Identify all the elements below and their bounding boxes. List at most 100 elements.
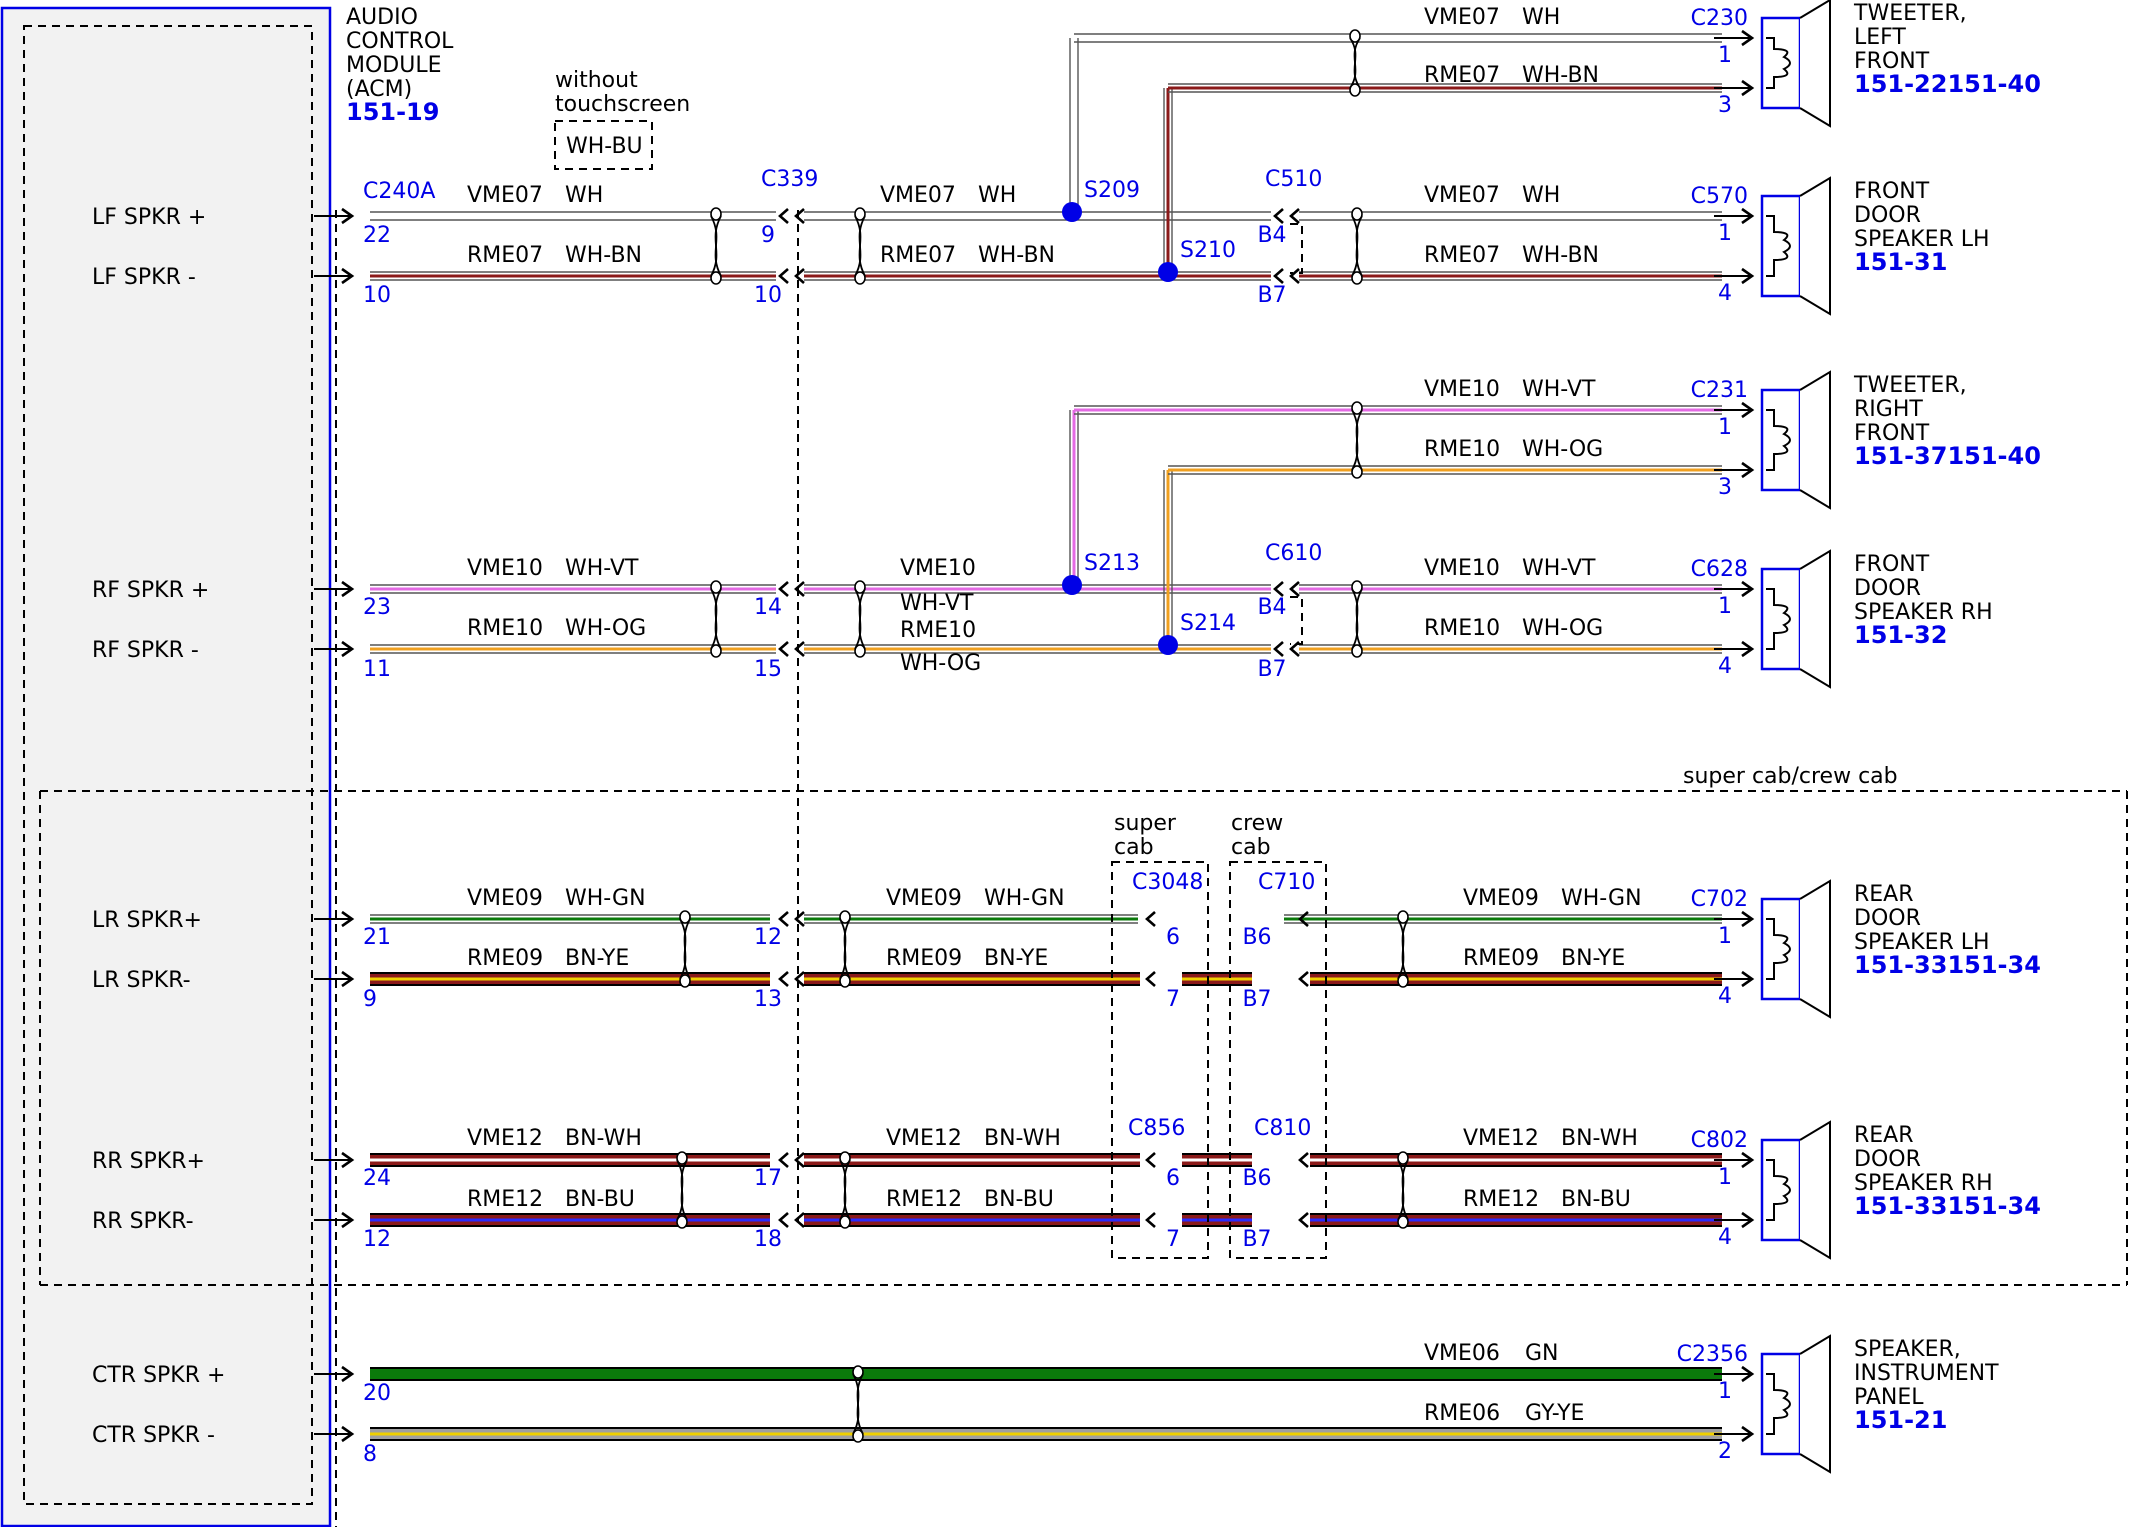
speaker-coil [1766,409,1791,471]
connector-pin-mark [1273,581,1284,597]
pin-number: B4 [1257,223,1286,248]
pin-number: B4 [1257,595,1286,620]
wire-rme10-branch [1163,470,1173,645]
pin-number: B6 [1242,1166,1271,1191]
connector-pin-mark [1298,1212,1309,1228]
module-pin-label: RF SPKR - [92,638,199,663]
wire-circuit-label: VME07 [467,183,543,208]
wire-circuit-label: VME09 [1463,886,1539,911]
twist-strand [1397,918,1409,980]
speaker-name-line: SPEAKER RH [1854,600,1993,625]
splice-label: S214 [1180,611,1236,636]
wire-rme07 [804,271,1271,281]
super-cab-label: cab [1114,835,1154,860]
wire-color-code: WH [1522,183,1560,208]
wire-rme10 [370,644,776,654]
module-title-line: (ACM) [346,77,412,102]
speaker-cone [1799,879,1831,1019]
wire-color-code: WH-GN [984,886,1065,911]
wire-vme07 [804,211,1271,221]
twist-strand [852,1373,864,1435]
connector-label: C510 [1265,167,1322,192]
c510-gang [1290,223,1303,274]
wire-rme07 [370,271,776,281]
pin-number: 7 [1166,1227,1180,1252]
crew-cab-label: cab [1231,835,1271,860]
pin-arrow [1741,1151,1755,1169]
connector-label: C856 [1128,1116,1185,1141]
speaker-name-line: FRONT [1854,552,1930,577]
pin-number: B7 [1242,987,1271,1012]
connector-pin-mark [1273,208,1284,224]
speaker-connector-label: C230 [1691,6,1748,31]
twist-layer [676,29,1409,1443]
wire-layer [370,33,1722,1441]
speaker-magnet-box [1760,567,1802,671]
c610-gang [1290,596,1303,645]
speaker-name-line: SPEAKER RH [1854,1171,1993,1196]
speaker-name-line: FRONT [1854,179,1930,204]
twist-strand [854,215,866,277]
connector-pin-mark [1298,971,1309,987]
wire-color-code: BN-BU [1561,1187,1631,1212]
connector-label: C3048 [1132,870,1203,895]
module-pin-label: LF SPKR - [92,265,196,290]
connector-pin-mark [794,911,805,927]
speaker-cone [1799,549,1831,689]
speaker-connector-label: C628 [1691,557,1748,582]
pin-arrow [341,640,355,658]
wire-color-code: WH-OG [1522,616,1603,641]
wire-color-code: WH-BN [1522,243,1599,268]
pin-number: B7 [1257,657,1286,682]
wire-circuit-label: RME10 [900,618,976,643]
wire-color-code: WH-VT [1522,377,1596,402]
twist-cap [1397,1215,1409,1229]
connector-pin-mark [778,971,789,987]
speaker-ref: 151-37151-40 [1854,442,2041,470]
wire-vme10 [370,584,776,594]
module-pin-label: LR SPKR+ [92,908,202,933]
pin-number: 10 [363,283,391,308]
wire-circuit-label: VME07 [1424,5,1500,30]
connector-pin-mark [794,1152,805,1168]
pin-number: 1 [1718,415,1732,440]
pin-number: 1 [1718,594,1732,619]
module-title-line: AUDIO [346,5,418,30]
wire-circuit-label: RME07 [1424,63,1500,88]
wire-circuit-label: VME07 [880,183,956,208]
wire-circuit-label: VME09 [467,886,543,911]
wire-circuit-label: VME10 [1424,556,1500,581]
pin-arrow [1741,580,1755,598]
twist-cap [852,1365,864,1379]
pin-number: 3 [1718,475,1732,500]
pin-number: 1 [1718,1379,1732,1404]
splice-dot [1158,635,1178,655]
pin-arrow [1741,1365,1755,1383]
connector-label: C710 [1258,870,1315,895]
pin-arrow [1741,207,1755,225]
twist-cap [852,1429,864,1443]
wire-vme10-branch [1069,410,1079,585]
module-ref: 151-19 [346,98,439,126]
pin-arrow [1741,640,1755,658]
connector-pin-mark [1289,208,1300,224]
speaker-coil [1766,588,1791,650]
pin-arrow [1741,461,1755,479]
twist-cap [679,974,691,988]
wire-color-code: GN [1525,1341,1559,1366]
speaker-ref: 151-22151-40 [1854,70,2041,98]
wire-color-code: WH-VT [565,556,639,581]
pin-number: 18 [754,1227,782,1252]
option-note-line: touchscreen [555,92,690,117]
super-cab-label: super [1114,811,1177,836]
connector-pin-mark [1145,1212,1156,1228]
zone-label: super cab/crew cab [1683,764,1898,789]
wire-color-code: BN-BU [565,1187,635,1212]
pin-number: 10 [754,283,782,308]
wire-color-code: GY-YE [1525,1401,1584,1426]
connector-pin-mark [1273,641,1284,657]
speaker-name-line: RIGHT [1854,397,1923,422]
wire-vme07 [1074,33,1722,43]
wire-color-code: WH-OG [565,616,646,641]
speaker-name-line: FRONT [1854,421,1930,446]
